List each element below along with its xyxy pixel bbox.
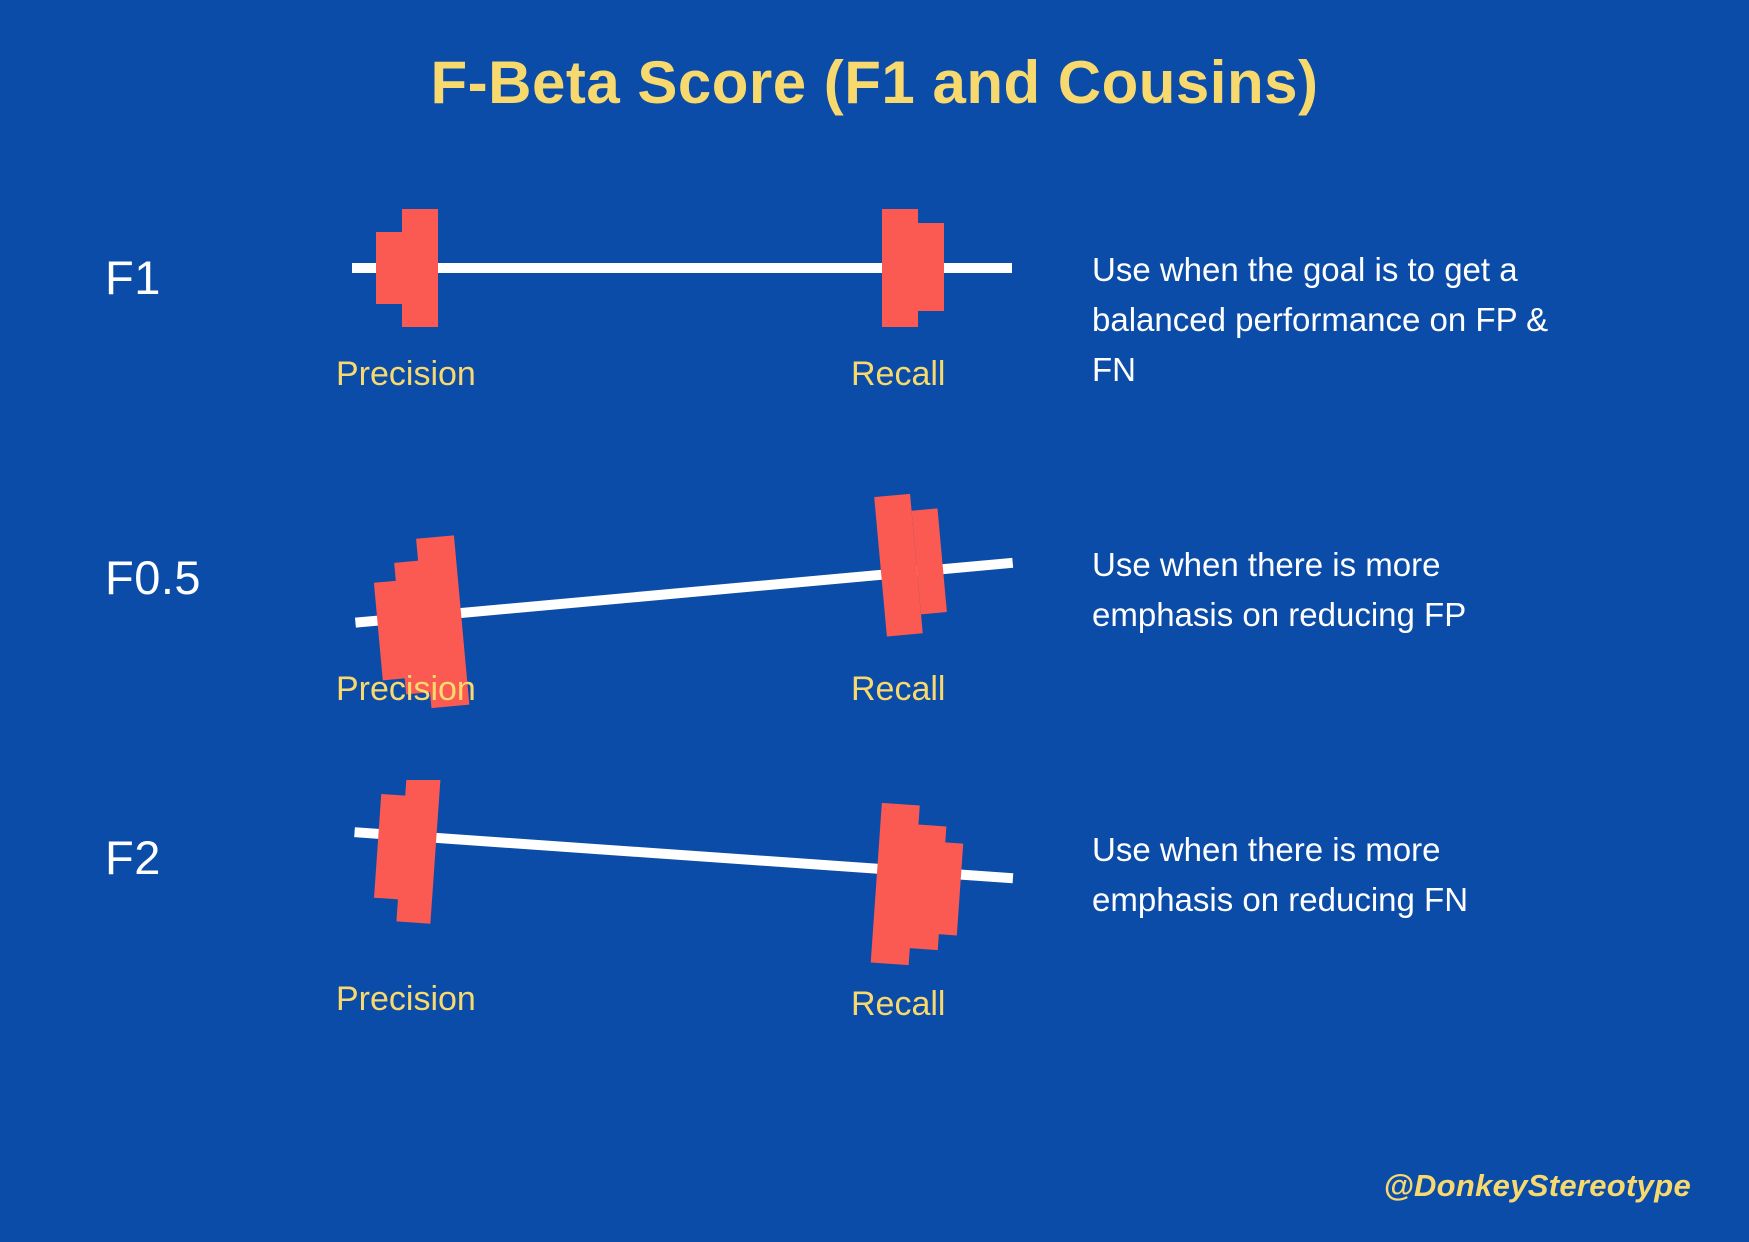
barbell-svg-f2 <box>354 773 1014 966</box>
plate-precision-inner-icon <box>396 773 441 924</box>
metric-label-f1: F1 <box>105 251 161 304</box>
barbell-bar-icon <box>354 557 1014 628</box>
plate-recall-outer-icon <box>918 223 944 311</box>
barbell-svg-f1 <box>352 209 1012 327</box>
metric-row-f1: F1 Precision Recall Use when the goal is… <box>0 190 1749 450</box>
metric-row-f2: F2 Precision Recall Use when there is mo… <box>0 773 1749 1060</box>
watermark: @DonkeyStereotype <box>1383 1168 1691 1203</box>
barbell-f1 <box>320 190 1040 450</box>
caption-precision-f05: Precision <box>336 670 476 708</box>
barbell-f05 <box>320 470 1040 740</box>
plate-recall-outer-icon <box>911 508 947 615</box>
caption-recall-f2: Recall <box>851 985 946 1023</box>
description-f1: Use when the goal is to get a balanced p… <box>1092 251 1549 388</box>
page-title: F-Beta Score (F1 and Cousins) <box>430 49 1319 116</box>
plate-precision-outer-icon <box>402 209 438 327</box>
caption-recall-f05: Recall <box>851 670 946 708</box>
plate-recall-outermost-icon <box>932 841 964 936</box>
barbell-svg-f05 <box>354 493 1014 709</box>
description-f05: Use when there is more emphasis on reduc… <box>1092 546 1467 633</box>
plate-precision-outer-icon <box>416 535 470 709</box>
description-f2: Use when there is more emphasis on reduc… <box>1092 831 1469 918</box>
plate-precision-inner-icon <box>376 232 402 304</box>
plate-recall-outer-icon <box>870 802 920 966</box>
plate-recall-inner-icon <box>882 209 918 327</box>
barbell-bar-icon <box>352 263 1012 273</box>
caption-recall-f1: Recall <box>851 355 946 393</box>
plate-precision-outer-icon <box>374 793 408 900</box>
plate-recall-inner-icon <box>874 493 923 637</box>
barbell-f2 <box>320 773 1040 1060</box>
metric-label-f05: F0.5 <box>105 551 202 604</box>
caption-precision-f1: Precision <box>336 355 476 393</box>
caption-precision-f2: Precision <box>336 980 476 1018</box>
metric-row-f05: F0.5 Precision Recall Use when there is … <box>0 470 1749 740</box>
metric-label-f2: F2 <box>105 831 161 884</box>
barbell-bar-icon <box>354 827 1014 884</box>
